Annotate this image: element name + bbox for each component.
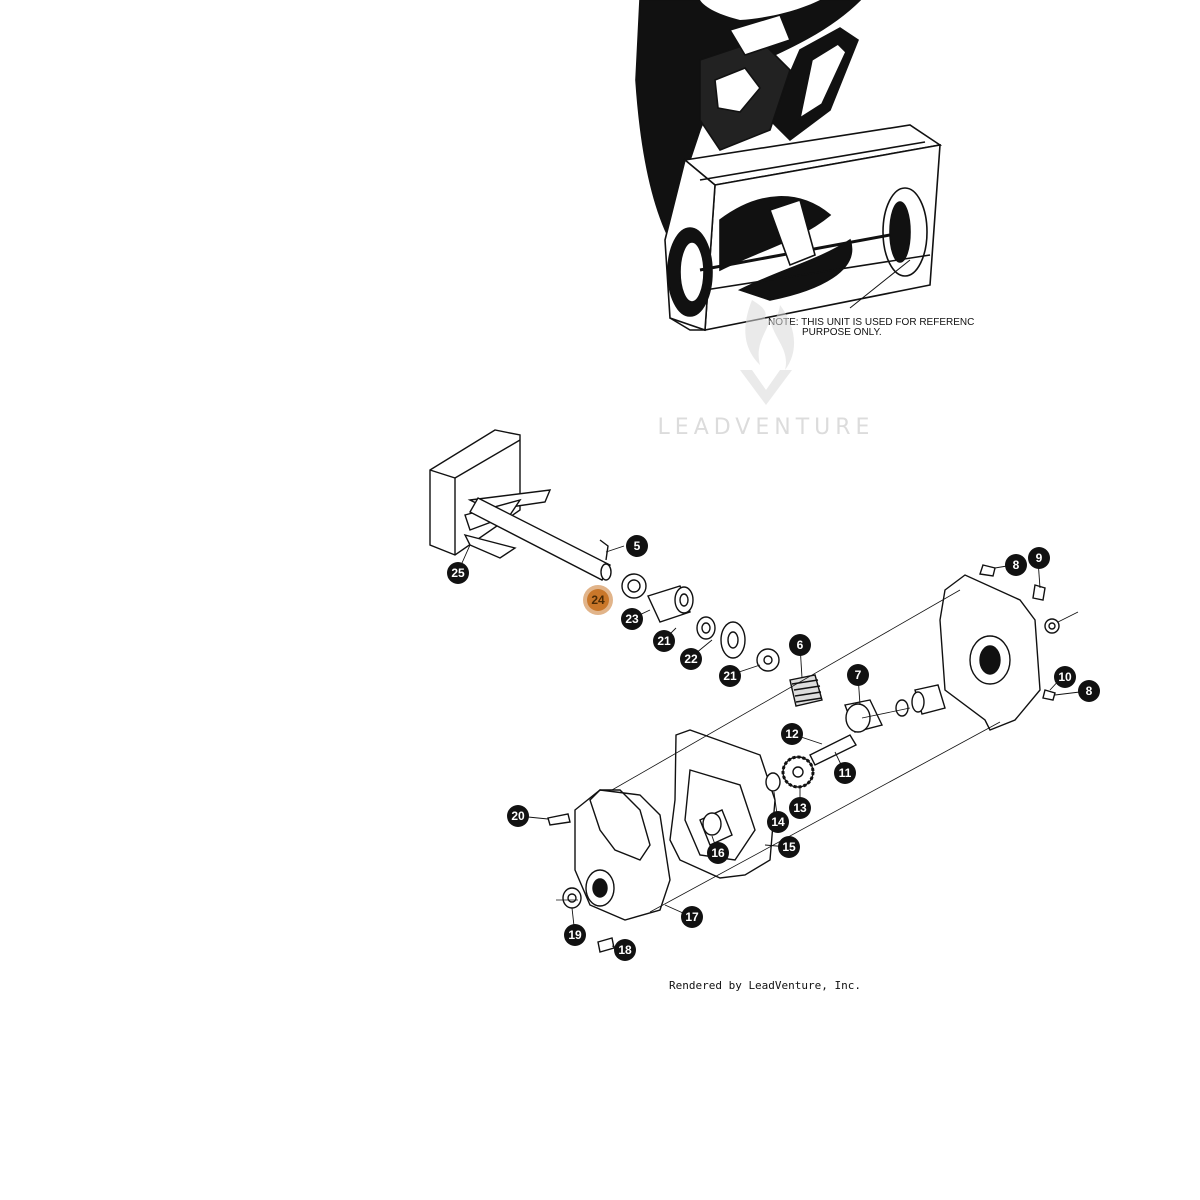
callout-18[interactable]: 18	[614, 939, 636, 961]
svg-text:5: 5	[634, 539, 641, 553]
svg-text:12: 12	[785, 727, 799, 741]
svg-text:9: 9	[1036, 551, 1043, 565]
svg-text:15: 15	[782, 840, 796, 854]
callout-12[interactable]: 12	[781, 723, 803, 745]
svg-text:10: 10	[1058, 670, 1072, 684]
callout-8-right[interactable]: 8	[1078, 680, 1100, 702]
svg-text:18: 18	[618, 943, 632, 957]
callout-19[interactable]: 19	[564, 924, 586, 946]
callout-24-selected[interactable]: 24	[583, 585, 613, 615]
callout-10[interactable]: 10	[1054, 666, 1076, 688]
callout-layer: 5 6 7 8 8 9 10 11 12 13 14 15 16 17 18 1…	[447, 535, 1100, 961]
callout-9[interactable]: 9	[1028, 547, 1050, 569]
callout-6[interactable]: 6	[789, 634, 811, 656]
callout-13[interactable]: 13	[789, 797, 811, 819]
svg-text:6: 6	[797, 638, 804, 652]
callout-22[interactable]: 22	[680, 648, 702, 670]
watermark-brand: LEADVENTURE	[658, 415, 875, 440]
svg-text:8: 8	[1013, 558, 1020, 572]
callout-21-lower[interactable]: 21	[719, 665, 741, 687]
svg-text:17: 17	[685, 910, 699, 924]
svg-text:16: 16	[711, 846, 725, 860]
callout-16[interactable]: 16	[707, 842, 729, 864]
callout-21-upper[interactable]: 21	[653, 630, 675, 652]
snowblower-reference-illustration	[635, 0, 943, 332]
svg-text:19: 19	[568, 928, 582, 942]
rendered-by-footer: Rendered by LeadVenture, Inc.	[669, 979, 861, 992]
svg-text:24: 24	[591, 593, 605, 607]
svg-text:14: 14	[771, 815, 785, 829]
reference-note-line2: PURPOSE ONLY.	[802, 327, 882, 338]
reference-note-line1: NOTE: THIS UNIT IS USED FOR REFERENC	[768, 317, 974, 328]
callout-7[interactable]: 7	[847, 664, 869, 686]
callout-15[interactable]: 15	[778, 836, 800, 858]
svg-text:11: 11	[839, 766, 852, 780]
callout-23[interactable]: 23	[621, 608, 643, 630]
svg-text:25: 25	[451, 566, 465, 580]
callout-8-top[interactable]: 8	[1005, 554, 1027, 576]
callout-20[interactable]: 20	[507, 805, 529, 827]
callout-17[interactable]: 17	[681, 906, 703, 928]
callout-11[interactable]: 11	[834, 762, 856, 784]
svg-text:13: 13	[793, 801, 807, 815]
callout-5[interactable]: 5	[626, 535, 648, 557]
callout-14[interactable]: 14	[767, 811, 789, 833]
leadventure-watermark-logo	[740, 300, 795, 405]
svg-text:21: 21	[723, 669, 737, 683]
svg-text:20: 20	[511, 809, 525, 823]
callout-25[interactable]: 25	[447, 562, 469, 584]
exploded-gearbox	[429, 429, 1089, 953]
svg-text:7: 7	[855, 668, 862, 682]
svg-text:23: 23	[625, 612, 639, 626]
svg-text:21: 21	[657, 634, 671, 648]
svg-text:22: 22	[684, 652, 698, 666]
svg-text:8: 8	[1086, 684, 1093, 698]
